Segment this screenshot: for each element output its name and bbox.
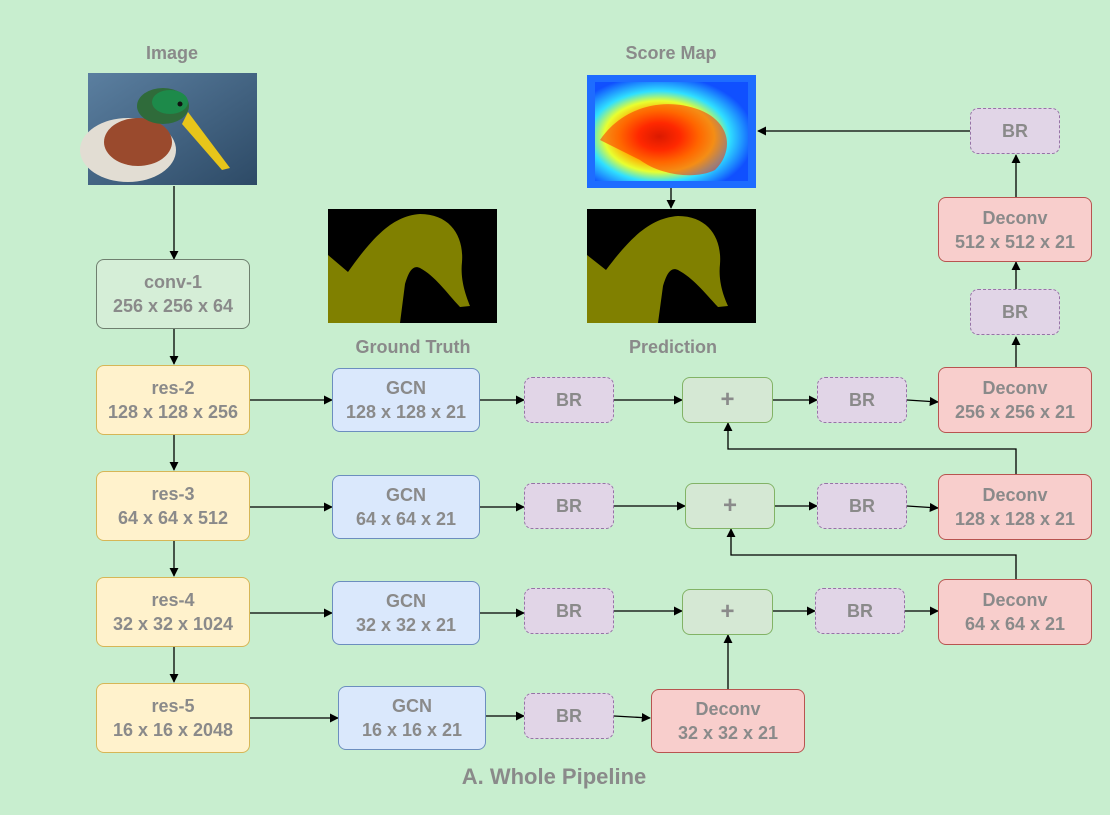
- duck-photo: [80, 73, 257, 185]
- diagram-caption: A. Whole Pipeline: [461, 764, 647, 789]
- gcn4-name: GCN: [386, 591, 426, 611]
- deconv4-name: Deconv: [982, 590, 1048, 610]
- deconv2-dim: 256 x 256 x 21: [954, 402, 1076, 422]
- deconv1-dim: 512 x 512 x 21: [954, 231, 1076, 252]
- gcn2-node: GCN 128 x 128 x 21: [332, 368, 480, 432]
- deconv4-node: Deconv 64 x 64 x 21: [938, 579, 1092, 645]
- res2-name: res-2: [151, 378, 195, 398]
- res5-node: res-5 16 x 16 x 2048: [96, 683, 250, 753]
- res3-name: res-3: [151, 484, 195, 504]
- gcn3-name: GCN: [386, 485, 426, 505]
- res3-node: res-3 64 x 64 x 512: [96, 471, 250, 541]
- br-node: BR: [817, 483, 907, 529]
- score-map-label: Score Map: [625, 43, 717, 63]
- res3-dim: 64 x 64 x 512: [117, 508, 229, 528]
- deconv3-name: Deconv: [982, 485, 1048, 505]
- res5-dim: 16 x 16 x 2048: [112, 720, 234, 740]
- deconv1-name: Deconv: [982, 207, 1048, 228]
- br-node: BR: [815, 588, 905, 634]
- br-node: BR: [817, 377, 907, 423]
- gcn3-node: GCN 64 x 64 x 21: [332, 475, 480, 539]
- gcn5-node: GCN 16 x 16 x 21: [338, 686, 486, 750]
- deconv2-node: Deconv 256 x 256 x 21: [938, 367, 1092, 433]
- br-node: BR: [970, 108, 1060, 154]
- gcn3-dim: 64 x 64 x 21: [355, 509, 457, 529]
- sum-node: +: [682, 377, 773, 423]
- res2-dim: 128 x 128 x 256: [107, 402, 239, 422]
- deconv1-node: Deconv 512 x 512 x 21: [938, 197, 1092, 262]
- deconv5-dim: 32 x 32 x 21: [677, 723, 779, 743]
- gcn4-node: GCN 32 x 32 x 21: [332, 581, 480, 645]
- res2-node: res-2 128 x 128 x 256: [96, 365, 250, 435]
- res4-node: res-4 32 x 32 x 1024: [96, 577, 250, 647]
- gcn4-dim: 32 x 32 x 21: [355, 615, 457, 635]
- res4-name: res-4: [151, 590, 195, 610]
- ground-truth-label: Ground Truth: [355, 337, 471, 357]
- deconv5-node: Deconv 32 x 32 x 21: [651, 689, 805, 753]
- deconv4-dim: 64 x 64 x 21: [964, 614, 1066, 634]
- br-node: BR: [524, 588, 614, 634]
- conv1-node: conv-1 256 x 256 x 64: [96, 259, 250, 329]
- res5-name: res-5: [151, 696, 195, 716]
- image-label: Image: [145, 43, 199, 63]
- br-node: BR: [524, 483, 614, 529]
- gcn2-dim: 128 x 128 x 21: [345, 402, 467, 422]
- deconv2-name: Deconv: [982, 378, 1048, 398]
- connector-arrows: [169, 126, 1021, 723]
- ground-truth-mask: [328, 209, 497, 323]
- gcn5-dim: 16 x 16 x 21: [361, 720, 463, 740]
- deconv3-dim: 128 x 128 x 21: [954, 509, 1076, 529]
- res4-dim: 32 x 32 x 1024: [112, 614, 234, 634]
- deconv5-name: Deconv: [695, 699, 761, 719]
- br-node: BR: [524, 377, 614, 423]
- sum-node: +: [685, 483, 775, 529]
- score-map-image: [587, 75, 756, 188]
- prediction-mask: [587, 209, 756, 323]
- br-node: BR: [524, 693, 614, 739]
- gcn2-name: GCN: [386, 378, 426, 398]
- prediction-label: Prediction: [628, 337, 717, 357]
- br-node: BR: [970, 289, 1060, 335]
- gcn5-name: GCN: [392, 696, 432, 716]
- deconv3-node: Deconv 128 x 128 x 21: [938, 474, 1092, 540]
- conv1-dim: 256 x 256 x 64: [112, 296, 234, 316]
- sum-node: +: [682, 589, 773, 635]
- conv1-name: conv-1: [143, 272, 203, 292]
